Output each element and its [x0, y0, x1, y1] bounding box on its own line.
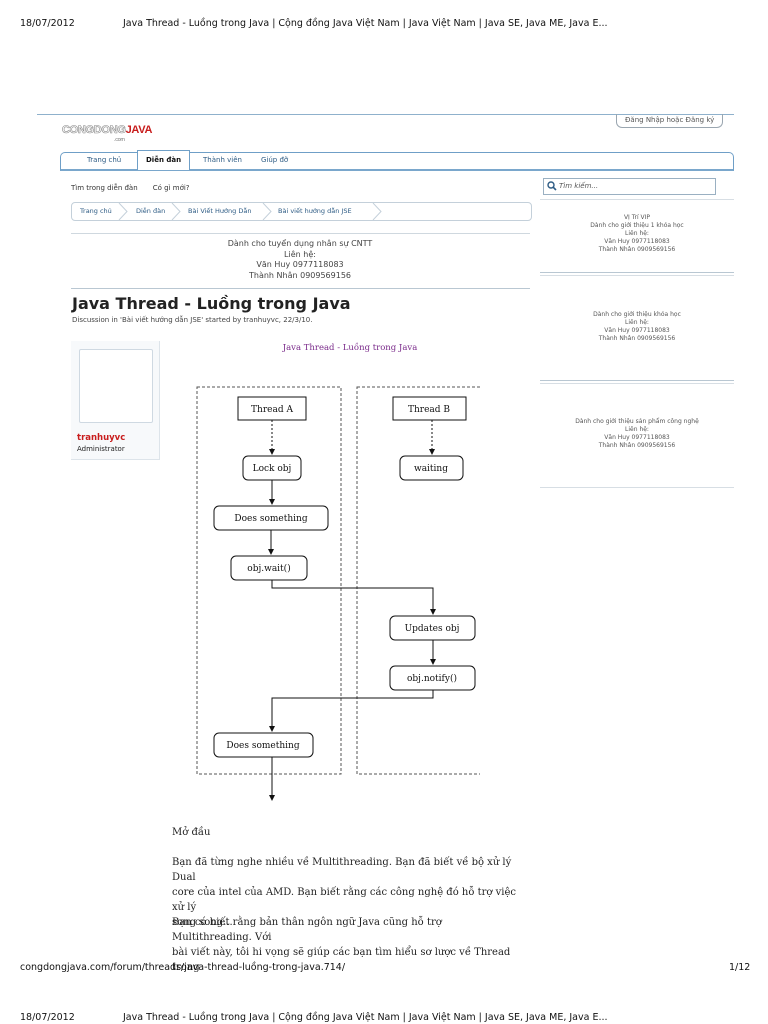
- print-title: Java Thread - Luồng trong Java | Cộng đồ…: [123, 18, 608, 29]
- paragraph-1: Bạn đã từng nghe nhiều về Multithreading…: [172, 855, 522, 930]
- sidebar-ad-line: Văn Huy 0977118083: [604, 327, 670, 334]
- nav-item-forums[interactable]: Diễn đàn: [137, 150, 191, 170]
- post-heading: Java Thread - Luồng trong Java: [282, 343, 418, 353]
- ad-line: Liên hệ:: [284, 249, 316, 259]
- site-logo[interactable]: CONGDONGJAVA .com: [62, 124, 153, 146]
- breadcrumb-forums[interactable]: Diễn đàn: [136, 207, 166, 215]
- logo-text-sub: .com: [114, 137, 125, 143]
- node-obj-wait: [230, 555, 308, 581]
- thread-diagram: Thread A Lock obj Does something obj.wai…: [196, 386, 480, 801]
- label-thread-b: Thread B: [408, 405, 450, 415]
- sidebar-ad-line: Dành cho giới thiệu khóa học: [593, 311, 681, 318]
- divider: [540, 380, 734, 381]
- label-lock-obj: Lock obj: [253, 464, 292, 474]
- login-link[interactable]: Đăng Nhập hoặc Đăng ký: [616, 114, 724, 128]
- thread-title: Java Thread - Luồng trong Java: [72, 294, 351, 313]
- print-page-number: 1/12: [729, 962, 751, 973]
- label-does-something-1: Does something: [234, 514, 307, 524]
- print-date-next: 18/07/2012: [20, 1012, 75, 1023]
- label-updates-obj: Updates obj: [405, 624, 460, 634]
- sidebar-ad-tech: Dành cho giới thiệu sản phẩm công nghệ L…: [545, 418, 729, 450]
- sidebar-ad-line: Liên hệ:: [625, 426, 649, 433]
- lane-thread-a: [196, 386, 342, 775]
- nav-item-members[interactable]: Thành viên: [203, 156, 242, 164]
- print-date: 18/07/2012: [20, 18, 75, 29]
- header-divider: [37, 114, 734, 115]
- nav-item-home[interactable]: Trang chủ: [87, 156, 122, 164]
- sidebar-ad-line: Văn Huy 0977118083: [604, 434, 670, 441]
- search-placeholder: Tìm kiếm...: [559, 182, 599, 190]
- sidebar-ad-line: Liên hệ:: [625, 230, 649, 237]
- ad-line: Thành Nhân 0909569156: [248, 270, 351, 280]
- paragraph-line: Bạn có biết rằng bản thân ngôn ngữ Java …: [172, 917, 442, 943]
- sub-nav: Tìm trong diễn đàn Có gì mới?: [71, 175, 200, 194]
- sub-nav-search-forums[interactable]: Tìm trong diễn đàn: [71, 184, 138, 192]
- logo-text-part2: JAVA: [125, 124, 153, 136]
- divider: [71, 288, 530, 289]
- author-panel: tranhuyvc Administrator: [71, 341, 160, 460]
- divider: [71, 233, 530, 234]
- node-thread-b: [392, 396, 467, 421]
- author-role: Administrator: [77, 445, 125, 453]
- breadcrumb-guides[interactable]: Bài Viết Hướng Dẫn: [188, 207, 252, 215]
- label-obj-wait: obj.wait(): [247, 563, 290, 574]
- divider: [540, 383, 734, 384]
- sidebar-ad-course: Dành cho giới thiệu khóa học Liên hệ: Vă…: [545, 311, 729, 343]
- label-does-something-2: Does something: [226, 741, 299, 751]
- sidebar-ad-line: Thành Nhân 0909569156: [598, 442, 676, 449]
- thread-meta: Discussion in 'Bài viết hướng dẫn JSE' s…: [72, 316, 313, 324]
- paragraph-line: Bạn đã từng nghe nhiều về Multithreading…: [172, 857, 512, 883]
- sidebar-ad-line: Thành Nhân 0909569156: [598, 335, 676, 342]
- label-waiting: waiting: [414, 464, 448, 474]
- author-name[interactable]: tranhuyvc: [77, 433, 126, 443]
- breadcrumb-home[interactable]: Trang chủ: [80, 207, 112, 215]
- print-title-next: Java Thread - Luồng trong Java | Cộng đồ…: [123, 1012, 608, 1023]
- avatar[interactable]: [79, 349, 153, 423]
- paragraph-line: bài viết này, tôi hi vọng sẽ giúp các bạ…: [172, 947, 511, 973]
- breadcrumb: Trang chủ Diễn đàn Bài Viết Hướng Dẫn Bà…: [71, 202, 532, 221]
- sidebar-ad-line: Dành cho giới thiệu sản phẩm công nghệ: [575, 418, 699, 425]
- ad-line: Dành cho tuyển dụng nhân sự CNTT: [227, 239, 373, 248]
- search-input[interactable]: Tìm kiếm...: [543, 178, 716, 195]
- print-url: congdongjava.com/forum/threads/java-thre…: [20, 962, 346, 973]
- sidebar-ad-line: Thành Nhân 0909569156: [598, 246, 676, 253]
- sidebar-ad-vip: VỊ Trí VIP Dành cho giới thiệu 1 khóa họ…: [545, 214, 729, 254]
- divider: [540, 487, 734, 488]
- node-waiting: [399, 455, 464, 481]
- divider: [540, 272, 734, 273]
- breadcrumb-jse[interactable]: Bài viết hướng dẫn JSE: [278, 207, 352, 215]
- paragraph-2: Bạn có biết rằng bản thân ngôn ngữ Java …: [172, 915, 522, 975]
- sidebar-ad-line: Liên hệ:: [625, 319, 649, 326]
- main-nav: Trang chủ Diễn đàn Thành viên Giúp đỡ: [60, 150, 734, 171]
- sub-nav-whats-new[interactable]: Có gì mới?: [152, 184, 190, 192]
- label-obj-notify: obj.notify(): [407, 673, 457, 684]
- divider: [540, 199, 734, 200]
- node-does-something-2: [213, 732, 314, 758]
- divider: [540, 275, 734, 276]
- logo-text-part1: CONGDONG: [62, 124, 127, 137]
- lane-thread-b: [356, 386, 480, 775]
- sidebar-ad-line: VỊ Trí VIP: [623, 214, 651, 221]
- sidebar-ad-line: Văn Huy 0977118083: [604, 238, 670, 245]
- nav-item-help[interactable]: Giúp đỡ: [261, 156, 289, 164]
- ad-line: Văn Huy 0977118083: [256, 260, 344, 269]
- search-icon: [547, 179, 557, 194]
- paragraph-line: core của intel của AMD. Bạn biết rằng cá…: [172, 887, 516, 913]
- paragraph-line: song song...: [172, 917, 233, 928]
- sidebar-ad-line: Dành cho giới thiệu 1 khóa học: [590, 222, 684, 229]
- section-heading: Mở đầu: [172, 827, 211, 838]
- label-thread-a: Thread A: [251, 405, 293, 415]
- ad-banner-top: Dành cho tuyển dụng nhân sự CNTT Liên hệ…: [160, 239, 440, 281]
